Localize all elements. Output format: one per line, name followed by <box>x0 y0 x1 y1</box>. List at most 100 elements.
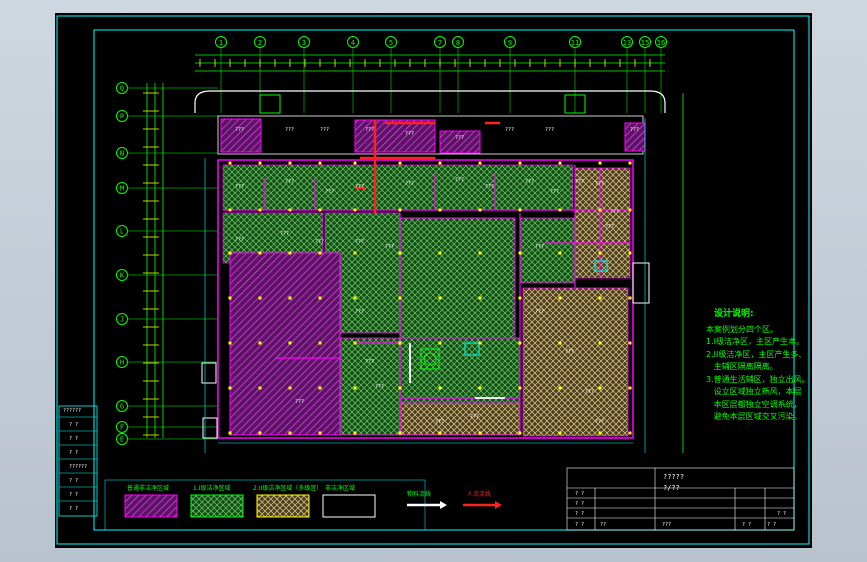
column-dot <box>438 431 442 435</box>
column-dot <box>288 296 292 300</box>
column-dot <box>628 431 632 435</box>
grid-bubble-top <box>639 36 651 48</box>
column-dot <box>228 208 232 212</box>
legend-label-material-flow: 物料流线 <box>407 491 432 498</box>
column-dot <box>398 296 402 300</box>
left-info-box: ??????? ?? ?? ???????? ?? ?? ? <box>58 405 98 517</box>
column-dot <box>258 341 262 345</box>
column-dot <box>288 431 292 435</box>
title-cell: ? ? <box>777 511 786 517</box>
person-flow-path <box>355 120 500 213</box>
room-tag: ??? <box>365 127 374 133</box>
room-tag: ??? <box>405 131 414 137</box>
room-tag: ??? <box>550 189 559 195</box>
legend-swatch-green <box>190 494 244 518</box>
grid-bubble-left <box>116 82 128 94</box>
column-dot <box>478 431 482 435</box>
grid-label-top: 9 <box>508 39 512 47</box>
column-dot <box>478 386 482 390</box>
legend-swatch-yellow <box>256 494 310 518</box>
grid-bubble-top <box>621 36 633 48</box>
column-dot <box>288 208 292 212</box>
grid-label-left: P <box>120 113 124 121</box>
grid-label-top: 5 <box>389 39 393 47</box>
grid-bubble-left <box>116 433 128 445</box>
grid-label-top: 1 <box>219 39 223 47</box>
legend-swatch-white <box>322 494 376 518</box>
grid-bubble-left <box>116 421 128 433</box>
outer-frame <box>56 15 810 545</box>
grid-label-left: G <box>120 403 124 411</box>
column-dot <box>228 341 232 345</box>
column-dot <box>228 431 232 435</box>
column-dot <box>258 251 262 255</box>
notes-body: 本案例划分四个区。1.I级洁净区，主区产生本。2.II级洁净区，主区产生多、 主… <box>706 324 810 424</box>
room-tag: ??? <box>285 179 294 185</box>
column-dot <box>628 296 632 300</box>
room-tag: ??? <box>285 127 294 133</box>
column-dot <box>628 386 632 390</box>
left-box-row: ? ? <box>69 506 78 512</box>
room-tag: ??? <box>375 384 384 390</box>
notes-line: 避免本层区域交叉污染。 <box>706 412 802 421</box>
column-dot <box>478 161 482 165</box>
grid-bubble-left <box>116 225 128 237</box>
room-tags: ????????????????????????????????????????… <box>235 127 639 425</box>
column-dot <box>318 161 322 165</box>
column-dot <box>478 251 482 255</box>
grid-label-left: L <box>120 228 124 236</box>
grid-bubble-left <box>116 110 128 122</box>
grid-bubble-top <box>385 36 397 48</box>
column-dot <box>598 386 602 390</box>
column-dot <box>478 208 482 212</box>
grid-label-left: E <box>120 436 124 444</box>
column-dot <box>438 296 442 300</box>
column-dot <box>353 161 357 165</box>
grid-label-left: J <box>120 316 124 324</box>
column-dot <box>598 208 602 212</box>
column-dot <box>318 431 322 435</box>
column-dot <box>353 208 357 212</box>
column-dot <box>518 161 522 165</box>
room-tag: ??? <box>320 127 329 133</box>
column-dot <box>598 296 602 300</box>
room-tag: ??? <box>385 244 394 250</box>
notes-line: 本区层都独立空调系统， <box>706 399 802 409</box>
column-dot <box>518 296 522 300</box>
left-box-row: ? ? <box>69 450 78 456</box>
left-box-label: ?????? <box>63 408 81 414</box>
material-flow-path <box>409 343 505 399</box>
title-code-1: ????? <box>663 473 684 481</box>
room-tag: ??? <box>355 239 364 245</box>
notes-line: 2.II级洁净区，主区产生多、 <box>706 349 807 359</box>
column-dot <box>598 251 602 255</box>
grid-bubble-left <box>116 400 128 412</box>
room-tag: ??? <box>455 135 464 141</box>
column-dot <box>258 161 262 165</box>
column-dot <box>228 296 232 300</box>
column-dot <box>318 208 322 212</box>
grid-label-top: 8 <box>456 39 460 47</box>
title-block-cells: ? ?? ?? ?? ??????? ?? ?? ? <box>575 491 786 528</box>
column-dot <box>558 386 562 390</box>
zone-green-top-strip <box>222 164 574 211</box>
room-tag: ??? <box>235 127 244 133</box>
column-dot <box>288 161 292 165</box>
column-dot <box>353 296 357 300</box>
grid-bubble-top <box>254 36 266 48</box>
column-dot <box>558 251 562 255</box>
room-tag: ??? <box>630 127 639 133</box>
column-dot <box>398 208 402 212</box>
column-dot <box>318 386 322 390</box>
zone-yellow-south <box>399 402 521 436</box>
grid-label-top: 11 <box>571 39 579 47</box>
site-lines <box>204 118 646 453</box>
legend-label-white: 非洁净区域 <box>325 485 356 492</box>
equipment-markers <box>201 94 650 439</box>
column-dot <box>598 431 602 435</box>
room-tag: ??? <box>435 419 444 425</box>
grid-bubble-top <box>298 36 310 48</box>
